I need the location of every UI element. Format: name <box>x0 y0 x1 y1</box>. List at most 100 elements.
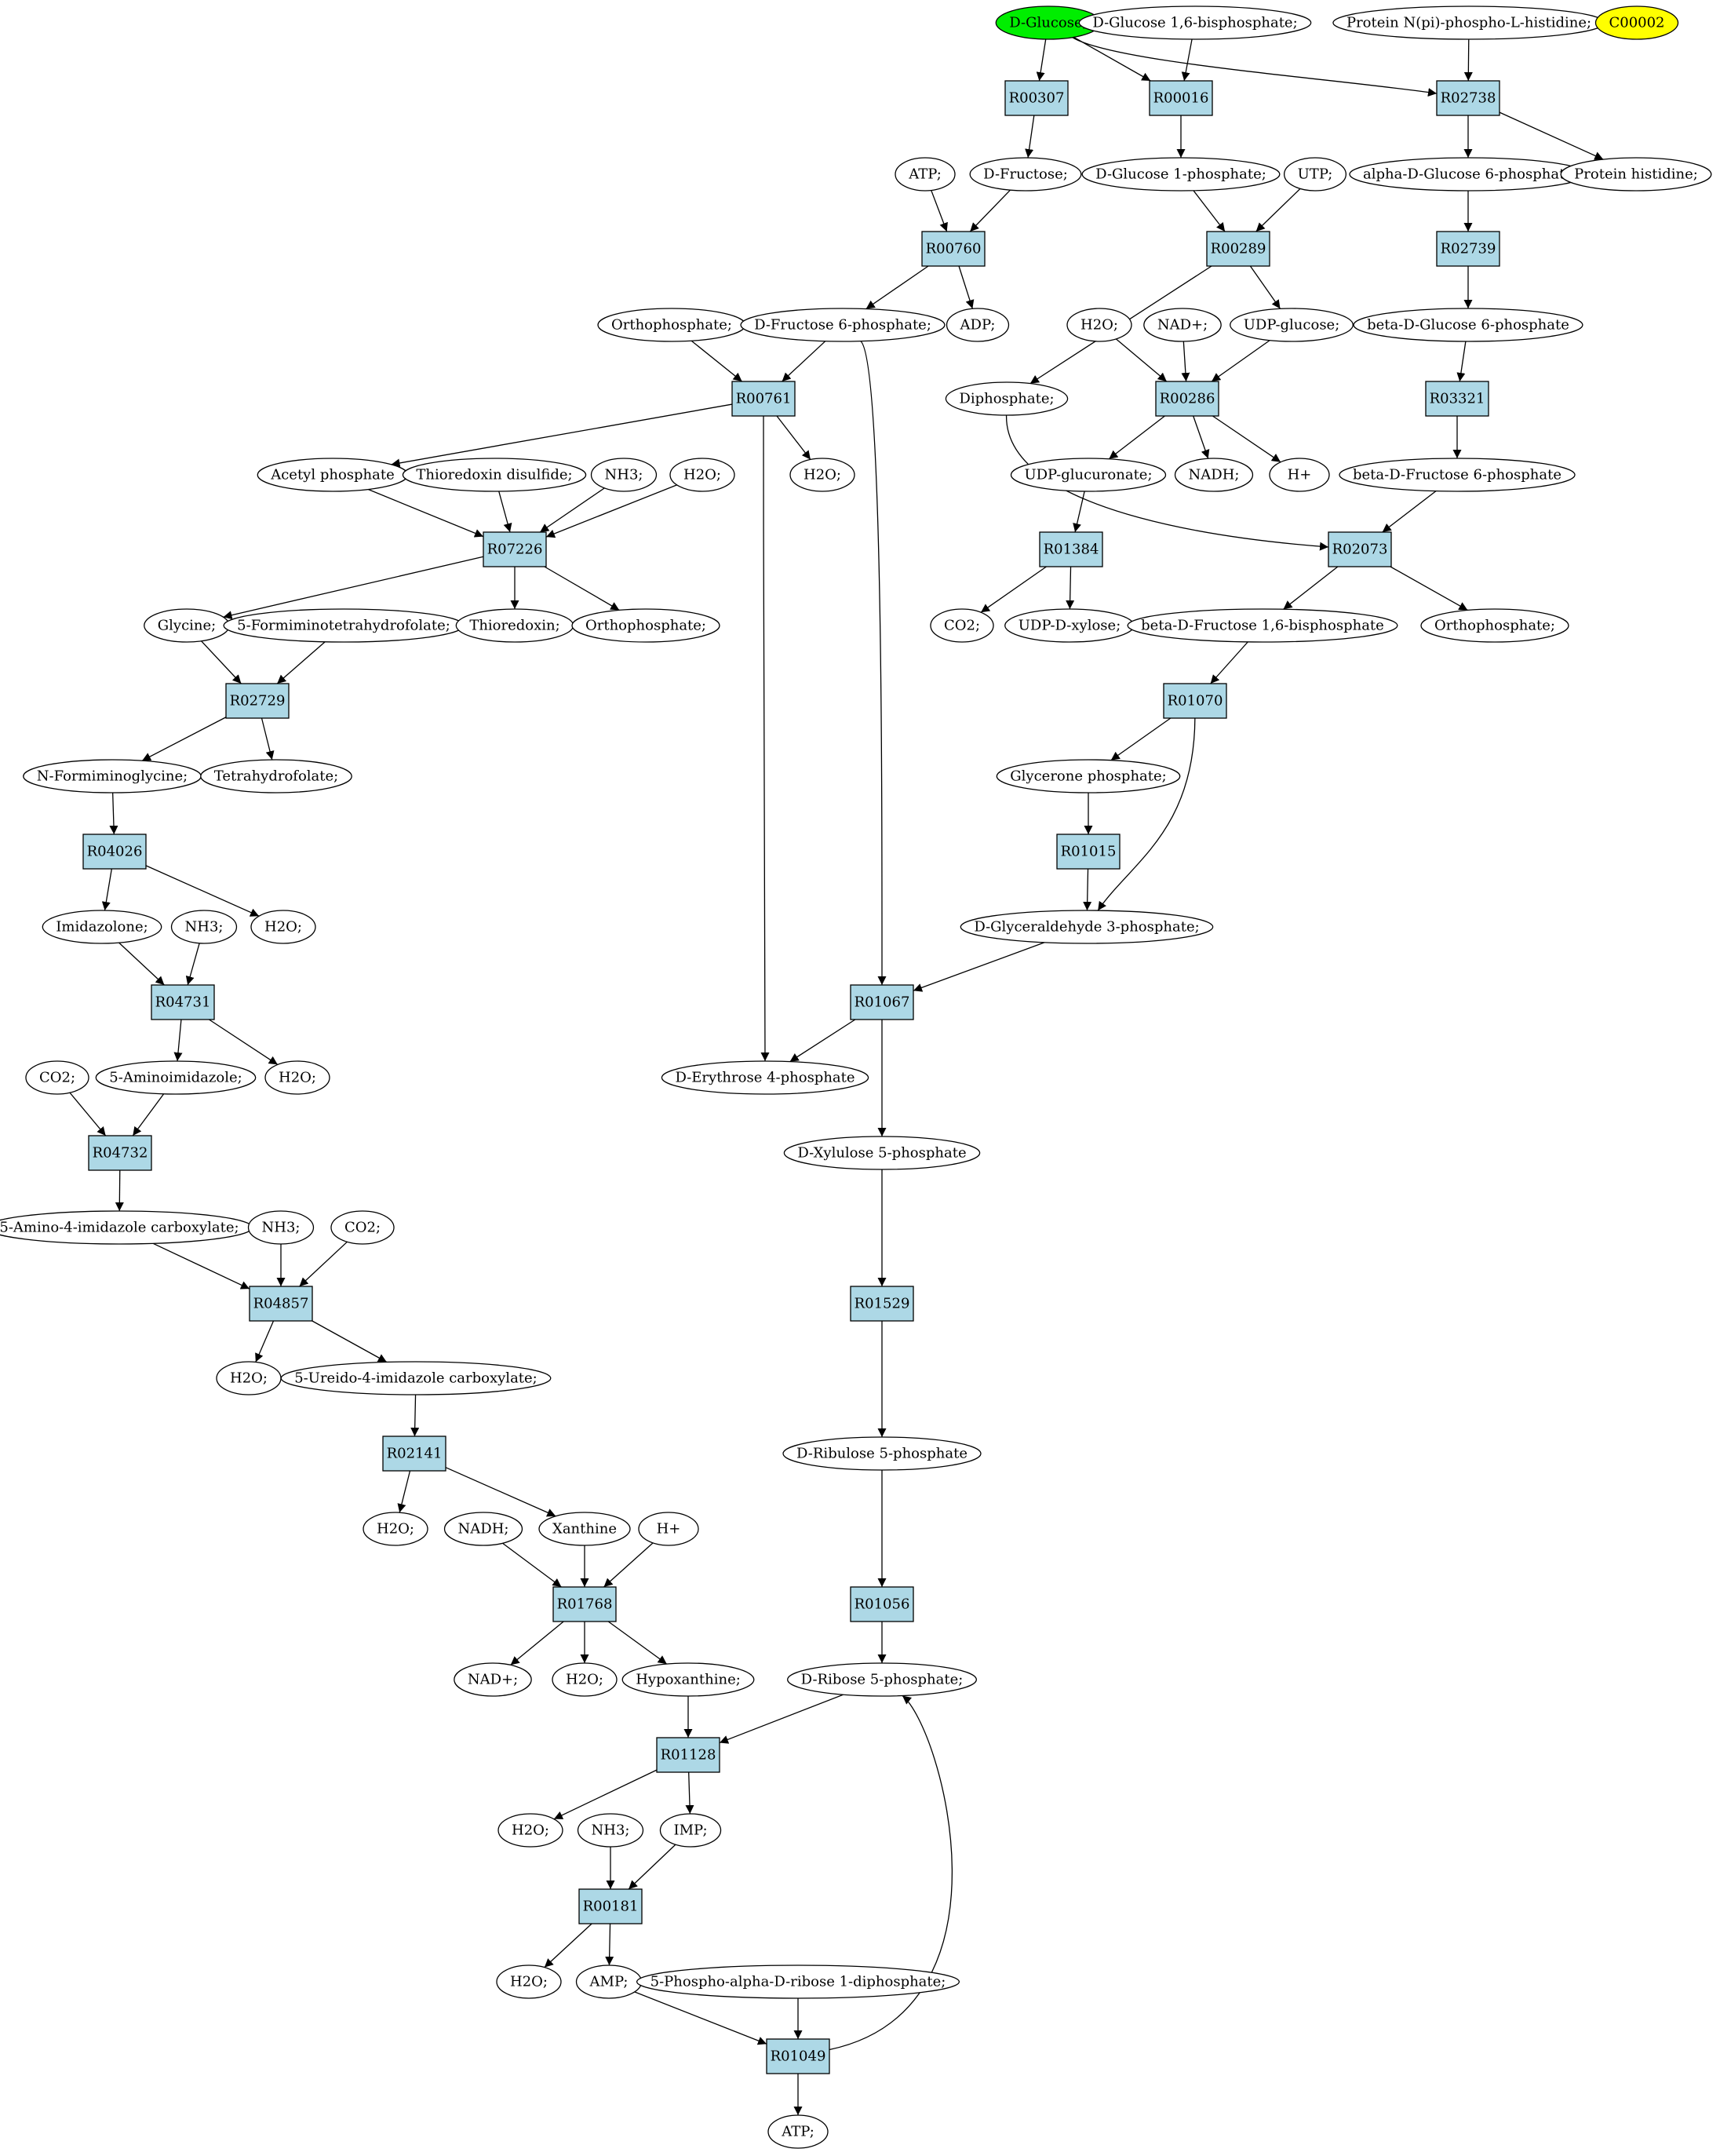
node-label: beta-D-Glucose 6-phosphate <box>1367 317 1569 334</box>
metabolite-ellipse <box>402 458 587 492</box>
metabolite-ellipse <box>930 608 994 643</box>
edge-R00761-to-m_h2o_c <box>776 415 811 460</box>
metabolite-node-m_nfgly: N-Formiminoglycine; <box>23 759 202 793</box>
node-label: R00761 <box>736 391 792 407</box>
edge-m_glucose-to-R00016 <box>1073 36 1151 82</box>
metabolite-node-m_diphos: Diphosphate; <box>945 381 1069 416</box>
metabolite-node-m_atp1: ATP; <box>895 157 956 192</box>
metabolite-ellipse <box>443 1512 523 1546</box>
node-label: R02729 <box>230 693 286 710</box>
node-label: D-Ribose 5-phosphate; <box>801 1672 964 1688</box>
node-label: UDP-glucose; <box>1244 317 1340 334</box>
node-label: R01056 <box>855 1596 910 1613</box>
node-label: D-Glucose; <box>1009 15 1087 31</box>
node-label: R00181 <box>583 1899 639 1915</box>
reaction-node-R01128: R01128 <box>656 1737 720 1773</box>
node-label: NH3; <box>185 919 224 936</box>
node-label: R02141 <box>387 1446 443 1462</box>
metabolite-node-m_nh3_d: NH3; <box>577 1813 644 1848</box>
metabolite-ellipse <box>1010 458 1167 492</box>
node-label: N-Formiminoglycine; <box>37 768 188 785</box>
edge-R04732-to-m_aica <box>115 1169 124 1212</box>
metabolite-ellipse <box>1594 5 1679 40</box>
reaction-node-R01067: R01067 <box>850 984 914 1020</box>
node-label: Orthophosphate; <box>1434 618 1555 634</box>
reaction-node-R01529: R01529 <box>850 1286 914 1322</box>
node-label: Orthophosphate; <box>611 317 732 334</box>
node-label: D-Glucose 1,6-bisphosphate; <box>1092 15 1297 31</box>
metabolite-ellipse <box>25 1060 89 1095</box>
node-label: Diphosphate; <box>959 391 1054 407</box>
edge-m_nh3_a-to-R07226 <box>539 487 605 533</box>
node-label: UTP; <box>1298 166 1333 183</box>
reaction-box <box>483 531 547 567</box>
reaction-box <box>656 1737 720 1773</box>
node-label: R01067 <box>855 994 910 1011</box>
edge-R02729-to-m_nfgly <box>141 717 227 761</box>
reaction-box <box>850 984 914 1020</box>
node-label: R00760 <box>926 241 982 257</box>
edge-R04731-to-m_5ai <box>173 1019 183 1062</box>
metabolite-ellipse <box>659 1813 722 1848</box>
reaction-box <box>382 1436 446 1472</box>
metabolite-ellipse <box>740 308 946 342</box>
metabolite-ellipse <box>969 157 1082 192</box>
reaction-node-R00286: R00286 <box>1155 381 1219 417</box>
node-label: R02738 <box>1441 90 1496 107</box>
edge-m_f6p-to-R01067 <box>860 341 887 986</box>
edge-R00307-to-m_fructose <box>1025 115 1035 159</box>
metabolite-node-m_trx: Thioredoxin; <box>455 608 574 643</box>
edge-R01049-to-m_r5p <box>829 1695 953 2051</box>
reaction-node-R01384: R01384 <box>1039 531 1103 567</box>
metabolite-ellipse <box>895 157 956 192</box>
node-label: UDP-glucuronate; <box>1024 467 1152 483</box>
metabolite-ellipse <box>661 1060 869 1095</box>
metabolite-ellipse <box>363 1512 428 1546</box>
metabolite-ellipse <box>1174 458 1254 492</box>
metabolite-node-m_ortho1: Orthophosphate; <box>597 308 746 342</box>
reaction-node-R01768: R01768 <box>552 1586 617 1622</box>
metabolite-node-m_hplus1: H+ <box>1269 458 1330 492</box>
edge-m_acp-to-R07226 <box>367 488 484 538</box>
node-label: Xanthine <box>552 1521 617 1538</box>
node-label: CO2; <box>344 1220 381 1236</box>
node-label: beta-D-Fructose 1,6-bisphosphate <box>1141 618 1384 634</box>
edge-m_diphos-to-R02073 <box>1005 414 1329 551</box>
node-label: ADP; <box>960 317 996 334</box>
metabolite-ellipse <box>1560 157 1712 192</box>
node-label: D-Glucose 1-phosphate; <box>1095 166 1266 183</box>
metabolite-node-m_h2o_a: H2O; <box>1066 308 1132 342</box>
reaction-box <box>1206 231 1270 267</box>
metabolite-node-m_h2o_e: H2O; <box>264 1060 330 1095</box>
metabolite-ellipse <box>945 381 1069 416</box>
node-label: R04731 <box>155 994 211 1011</box>
metabolite-ellipse <box>960 910 1214 944</box>
edge-m_trxss-to-R07226 <box>498 491 512 533</box>
edge-m_glucose-to-R00307 <box>1036 38 1047 82</box>
metabolite-node-m_g16bp: D-Glucose 1,6-bisphosphate; <box>1078 5 1312 40</box>
edge-m_imidaz-to-R04731 <box>118 942 165 986</box>
metabolite-node-m_h2o_f: H2O; <box>216 1361 282 1395</box>
metabolite-node-m_r5p: D-Ribose 5-phosphate; <box>787 1662 977 1697</box>
edge-m_co2_c-to-R04857 <box>299 1241 348 1287</box>
node-label: R04026 <box>87 844 143 860</box>
metabolite-ellipse <box>789 458 855 492</box>
node-label: H2O; <box>512 1822 549 1839</box>
metabolite-node-m_udpxyl: UDP-D-xylose; <box>1004 608 1135 643</box>
node-label: Glycine; <box>158 618 216 634</box>
node-label: NADH; <box>1189 467 1240 483</box>
reaction-node-R00761: R00761 <box>731 381 796 417</box>
metabolite-ellipse <box>767 2114 829 2149</box>
metabolite-ellipse <box>1420 608 1569 643</box>
metabolite-node-m_prpp: 5-Phospho-alpha-D-ribose 1-diphosphate; <box>636 1964 960 1999</box>
metabolite-ellipse <box>538 1512 631 1546</box>
metabolite-node-m_imidaz: Imidazolone; <box>42 910 162 944</box>
edge-m_imp-to-R00181 <box>628 1844 676 1890</box>
reaction-box <box>1039 531 1103 567</box>
metabolite-node-m_nh3_a: NH3; <box>590 458 658 492</box>
metabolite-node-m_h2o_g: H2O; <box>363 1512 428 1546</box>
node-label: R01529 <box>855 1296 910 1312</box>
node-label: Thioredoxin; <box>469 618 559 634</box>
edge-m_bf6p-to-R02073 <box>1382 491 1437 533</box>
metabolite-node-m_hplus2: H+ <box>638 1512 699 1546</box>
